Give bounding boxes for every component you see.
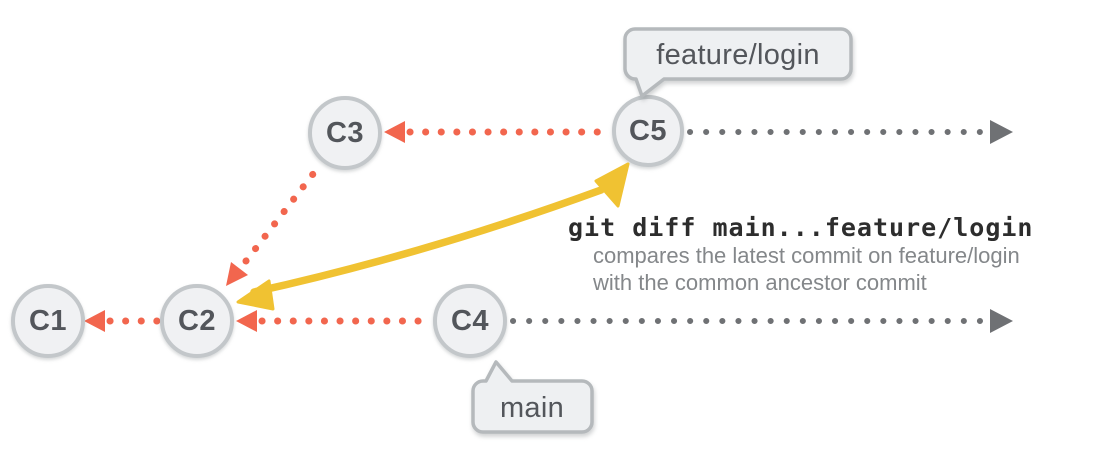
commit-node-c3: C3	[308, 96, 382, 170]
branch-label-feature-login: feature/login	[623, 27, 853, 98]
comparison-arrowhead-left-icon	[236, 279, 275, 311]
commit-node-c1: C1	[11, 284, 85, 358]
annotation-group: git diff main...feature/login compares t…	[568, 213, 1034, 295]
commit-label-c1: C1	[29, 305, 67, 337]
feature-login-bubble	[623, 27, 853, 98]
comparison-arrow-line	[250, 186, 605, 296]
annotation-line1: compares the latest commit on feature/lo…	[593, 243, 1020, 268]
comparison-arrow	[236, 162, 630, 311]
main-label: main	[500, 392, 564, 424]
commit-circle-c1	[11, 284, 85, 358]
commit-label-c4: C4	[451, 305, 489, 337]
commit-label-c2: C2	[178, 305, 216, 337]
commit-label-c5: C5	[629, 115, 667, 147]
arrowhead-red-c2-diagonal-icon	[226, 262, 248, 286]
commit-label-c3: C3	[326, 117, 364, 149]
annotation-line2: with the common ancestor commit	[592, 270, 927, 295]
commit-node-c4: C4	[433, 284, 507, 358]
comparison-arrowhead-right-icon	[594, 162, 630, 208]
arrowhead-gray-bottom-icon	[990, 309, 1013, 333]
commit-node-c2: C2	[160, 284, 234, 358]
feature-login-label: feature/login	[656, 39, 820, 71]
commit-node-c5: C5	[612, 95, 684, 167]
commit-circle-c3	[308, 96, 382, 170]
arrowhead-red-c1-icon	[84, 310, 105, 332]
commit-circle-c5	[612, 95, 684, 167]
arrowhead-red-c2-icon	[236, 310, 257, 332]
edge-c3-to-c2	[242, 161, 324, 265]
arrowhead-red-c3-icon	[384, 121, 405, 143]
edges-group	[84, 120, 1013, 333]
commit-circle-c2	[160, 284, 234, 358]
branch-label-main: main	[471, 360, 594, 434]
arrowhead-gray-top-icon	[990, 120, 1013, 144]
commit-nodes-group: C1 C2 C3 C4 C5	[11, 95, 684, 358]
main-bubble	[471, 360, 594, 434]
git-diff-command-text: git diff main...feature/login	[568, 213, 1034, 242]
commit-circle-c4	[433, 284, 507, 358]
